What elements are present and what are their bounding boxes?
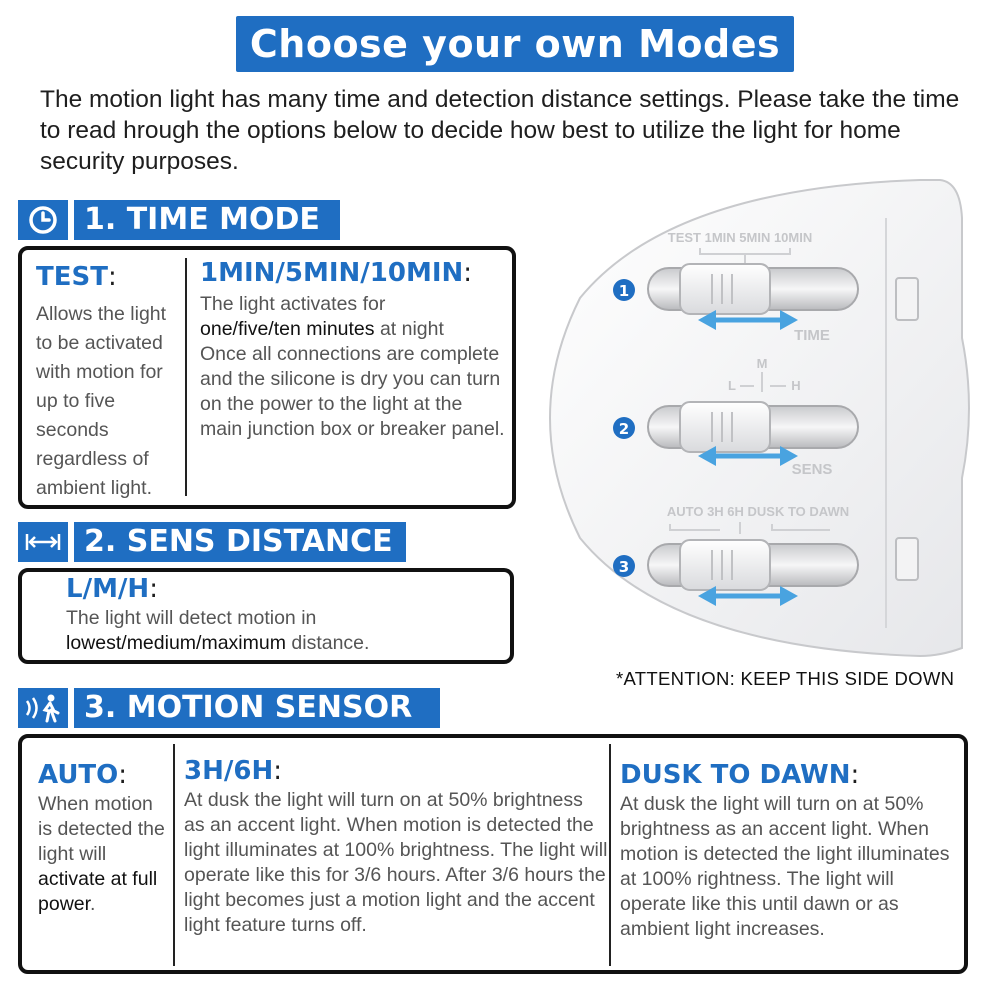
motion-sensor-label: 3. MOTION SENSOR <box>74 688 440 728</box>
switch2-label-h: H <box>791 378 800 393</box>
sens-double-arrow-icon <box>698 446 798 466</box>
switch-panel-illustration: TEST 1MIN 5MIN 10MIN 1 TIME M L H 2 SENS… <box>549 179 970 658</box>
time-mode-panel <box>18 246 516 509</box>
motion-divider-1 <box>173 744 175 966</box>
motion-sensor-header: 3. MOTION SENSOR <box>18 688 440 728</box>
switch1-name: TIME <box>794 327 830 344</box>
switch3-number-badge <box>613 555 635 577</box>
time-double-arrow-icon <box>698 310 798 330</box>
motion-switch-knob <box>679 539 771 591</box>
switch1-number-badge <box>613 279 635 301</box>
side-clip-bottom <box>895 537 919 581</box>
switch2-label-m: M <box>757 356 768 371</box>
page-title: Choose your own Modes <box>236 16 794 72</box>
time-mode-divider <box>185 258 187 496</box>
switch3-labels: AUTO 3H 6H DUSK TO DAWN <box>667 504 849 519</box>
time-mode-header: 1. TIME MODE <box>18 200 340 240</box>
svg-text:1: 1 <box>619 282 629 300</box>
hours-heading: 3H/6H: <box>184 756 282 786</box>
lmh-heading: L/M/H: <box>66 574 158 604</box>
time-switch-knob <box>679 263 771 315</box>
sens-distance-header: 2. SENS DISTANCE <box>18 522 406 562</box>
svg-text:2: 2 <box>619 420 629 438</box>
clock-icon <box>18 200 68 240</box>
dusk-description: At dusk the light will turn on at 50% br… <box>620 793 950 940</box>
distance-arrows-icon <box>18 522 68 562</box>
time-mode-label: 1. TIME MODE <box>74 200 340 240</box>
test-description: Allows the light to be activated with mo… <box>36 303 167 499</box>
auto-heading: AUTO: <box>38 760 128 790</box>
intro-text: The motion light has many time and detec… <box>40 86 960 175</box>
hours-description: At dusk the light will turn on at 50% br… <box>184 789 608 936</box>
svg-text:3: 3 <box>619 558 629 576</box>
minutes-heading: 1MIN/5MIN/10MIN: <box>200 258 473 288</box>
switch1-labels: TEST 1MIN 5MIN 10MIN <box>668 230 812 245</box>
sens-distance-label: 2. SENS DISTANCE <box>74 522 406 562</box>
lmh-description: The light will detect motion in lowest/m… <box>66 607 370 654</box>
motion-double-arrow-icon <box>698 586 798 606</box>
attention-note: *ATTENTION: KEEP THIS SIDE DOWN <box>616 668 955 689</box>
sens-switch-knob <box>679 401 771 453</box>
motion-person-icon <box>18 688 68 728</box>
minutes-description: The light activates for one/five/ten min… <box>200 293 505 440</box>
side-clip-top <box>895 277 919 321</box>
auto-description: When motion is detected the light will a… <box>38 793 165 915</box>
sens-distance-panel <box>18 568 514 664</box>
switch2-name: SENS <box>792 461 833 478</box>
test-heading: TEST: <box>36 262 117 292</box>
motion-divider-2 <box>609 744 611 966</box>
dusk-heading: DUSK TO DAWN: <box>620 760 860 790</box>
switch2-number-badge <box>613 417 635 439</box>
motion-sensor-panel <box>18 734 968 974</box>
switch2-label-l: L <box>728 378 736 393</box>
